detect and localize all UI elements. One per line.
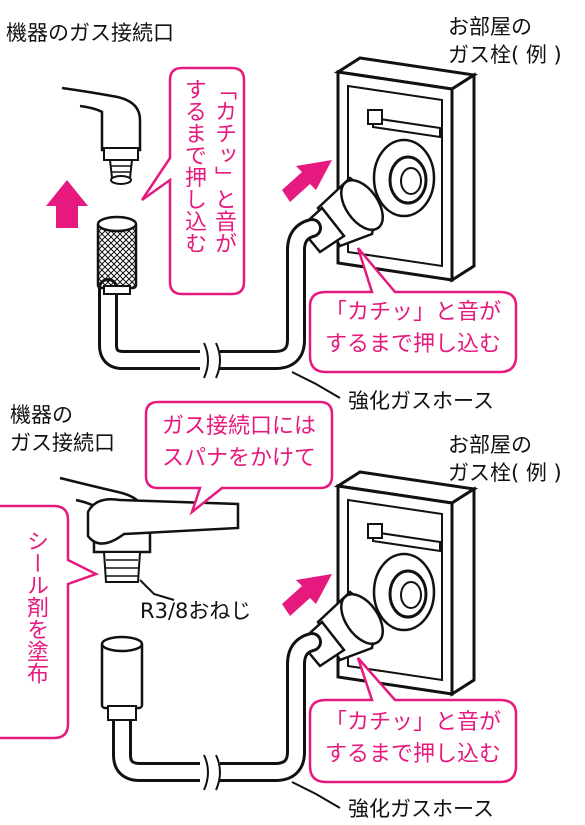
push-arrow-right-bottom [282, 574, 332, 616]
gas-outlet-plate-top [333, 56, 479, 283]
thread-label: R3/8おねじ [140, 599, 252, 623]
sealant-callout-text: シール剤を塗布 [23, 530, 48, 684]
hose-connector-top [96, 215, 138, 295]
device-port-label-bottom-2: ガス接続口 [10, 431, 115, 455]
spanner-callout-line1: ガス接続口には [161, 414, 316, 439]
callout-box-top [308, 247, 518, 374]
thread-leader [139, 579, 175, 601]
callout-bottom-line1: 「カチッ」と音が [324, 710, 501, 735]
hose-leader-top [291, 371, 341, 399]
hose-connector-bottom [100, 635, 144, 721]
hose-leader-bottom [291, 781, 341, 809]
sealant-callout-box [0, 504, 100, 740]
hose-label-top: 強化ガスホース [348, 389, 494, 413]
callout-top-line1: 「カチッ」と音が [324, 300, 501, 325]
push-arrow-up [46, 180, 88, 228]
outlet-label-bottom-1: お部屋の [448, 433, 532, 457]
spanner-callout-box [144, 400, 334, 516]
spanner-callout-line2: スパナをかけて [161, 446, 316, 471]
hose-plug-top [298, 176, 384, 254]
hose-label-bottom: 強化ガスホース [348, 797, 494, 821]
vertical-callout-text-2: するまで押し込む [181, 78, 206, 254]
outlet-label-top-2: ガス栓( 例 ) [448, 43, 562, 67]
callout-bottom-line2: するまで押し込む [324, 742, 501, 767]
outlet-label-top-1: お部屋の [448, 15, 532, 39]
vertical-callout-box-top [140, 66, 246, 296]
device-port-top [61, 86, 142, 185]
device-port-label-bottom-1: 機器の [10, 403, 73, 427]
gas-hose-top [98, 218, 322, 379]
device-port-label-top: 機器のガス接続口 [6, 21, 174, 45]
gas-hose-bottom [112, 632, 322, 791]
vertical-callout-text-1: 「カチッ」と音が [211, 78, 236, 254]
spanner [86, 498, 240, 545]
push-arrow-right-top [282, 160, 332, 202]
callout-top-line2: するまで押し込む [324, 332, 501, 357]
callout-box-bottom [308, 657, 518, 784]
outlet-label-bottom-2: ガス栓( 例 ) [448, 461, 562, 485]
